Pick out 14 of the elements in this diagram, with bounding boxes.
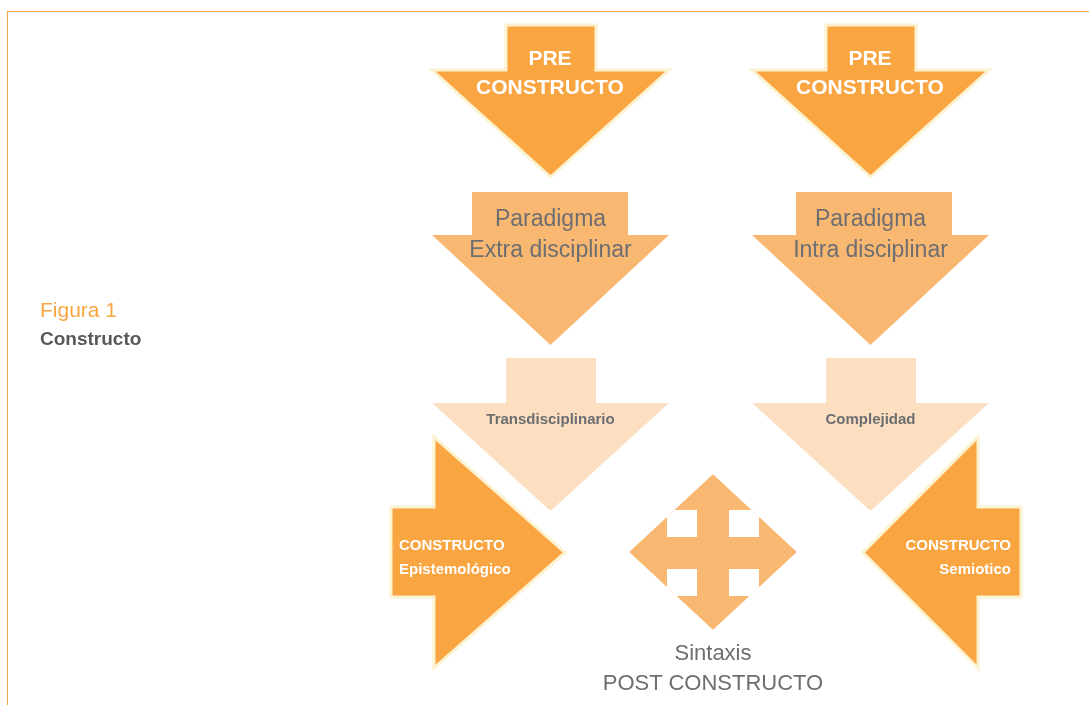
figure-title: Constructo (40, 328, 142, 350)
arrow-label: Sintaxis (673, 639, 753, 667)
arrow-label: Extra disciplinar (468, 235, 633, 264)
arrow-label: Transdisciplinario (485, 409, 616, 429)
arrow-label: POST CONSTRUCTO (601, 669, 825, 697)
arrow-label: Paradigma (813, 204, 928, 233)
arrow-label: PRE CONSTRUCTO (795, 45, 945, 100)
figure-number: Figura 1 (40, 298, 118, 322)
arrow-label: PRE CONSTRUCTO (475, 45, 625, 100)
arrow-label: Paradigma (493, 204, 608, 233)
arrow-label: CONSTRUCTO Semiotico (904, 535, 1011, 579)
arrow-label: Complejidad (824, 409, 917, 429)
arrow-label: Intra disciplinar (792, 235, 949, 264)
arrow-label: CONSTRUCTO Epistemológico (399, 535, 512, 579)
